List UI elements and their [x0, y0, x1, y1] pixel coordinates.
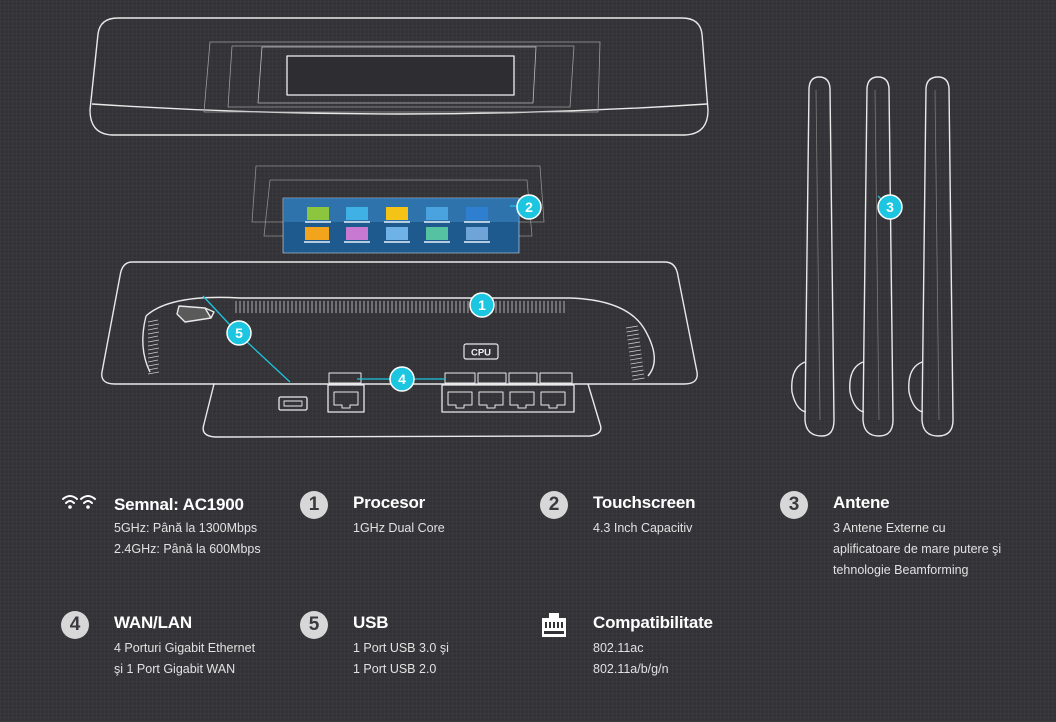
spec-compat-line: 802.11ac [593, 641, 644, 655]
router-top-cover [89, 17, 709, 136]
callout-5-leader [245, 340, 291, 383]
spec-usb-title: USB [353, 613, 389, 632]
svg-text:2: 2 [525, 199, 533, 215]
usb-port [278, 396, 308, 411]
spec-processor-title: Procesor [353, 493, 426, 512]
usb-dongle [176, 305, 215, 323]
spec-antennas: 3 Antene 3 Antene Externe cu aplificatoa… [780, 491, 1040, 586]
spec-antennas-line: 3 Antene Externe cu [833, 521, 946, 535]
cpu-label: CPU [471, 348, 491, 359]
spec-signal-title: Semnal: AC1900 [114, 495, 244, 514]
spec-usb-line: 1 Port USB 3.0 şi [353, 641, 449, 655]
spec-usb-line: 1 Port USB 2.0 [353, 662, 437, 676]
callout-4: 4 [389, 366, 415, 392]
spec-touchscreen-title: Touchscreen [593, 493, 696, 512]
number-badge-1: 1 [300, 491, 328, 519]
spec-wanlan-title: WAN/LAN [114, 613, 192, 632]
callout-5-leader-top [202, 295, 231, 326]
svg-text:5: 5 [235, 325, 243, 341]
router-exploded-illustration: CPU 1 2 3 4 5 [89, 17, 954, 438]
spec-wanlan: 4 WAN/LAN 4 Porturi Gigabit Ethernet şi … [61, 611, 291, 681]
wifi-icon [62, 495, 96, 509]
wan-port [327, 372, 365, 413]
spec-usb: 5 USB 1 Port USB 3.0 şi 1 Port USB 2.0 [300, 611, 520, 681]
spec-wanlan-line: şi 1 Port Gigabit WAN [114, 662, 236, 676]
spec-antennas-line: tehnologie Beamforming [833, 563, 969, 577]
spec-signal: Semnal: AC1900 5GHz: Până la 1300Mbps 2.… [61, 493, 281, 563]
spec-touchscreen: 2 Touchscreen 4.3 Inch Capacitiv [540, 491, 760, 541]
spec-antennas-title: Antene [833, 493, 890, 512]
antenna-left [791, 76, 835, 437]
spec-signal-line: 2.4GHz: Până la 600Mbps [114, 542, 261, 556]
spec-compat: Compatibilitate 802.11ac 802.11a/b/g/n [540, 611, 760, 681]
touchscreen-panel [251, 165, 545, 254]
spec-compat-title: Compatibilitate [593, 613, 713, 632]
lan-ports [441, 372, 575, 413]
spec-processor: 1 Procesor 1GHz Dual Core [300, 491, 520, 541]
ethernet-port-icon [542, 613, 566, 637]
spec-wanlan-line: 4 Porturi Gigabit Ethernet [114, 641, 256, 655]
router-base [101, 261, 698, 438]
cpu-chip [463, 343, 499, 360]
number-badge-2: 2 [540, 491, 568, 519]
svg-text:3: 3 [886, 199, 894, 215]
svg-text:4: 4 [398, 371, 406, 387]
spec-processor-line: 1GHz Dual Core [353, 521, 445, 535]
callout-3: 3 [877, 194, 903, 220]
number-badge-3: 3 [780, 491, 808, 519]
callout-5: 5 [226, 320, 252, 346]
spec-antennas-line: aplificatoare de mare putere şi [833, 542, 1002, 556]
svg-text:1: 1 [478, 297, 486, 313]
callout-2: 2 [516, 194, 542, 220]
number-badge-5: 5 [300, 611, 328, 639]
number-badge-4: 4 [61, 611, 89, 639]
spec-signal-line: 5GHz: Până la 1300Mbps [114, 521, 258, 535]
callout-1: 1 [469, 292, 495, 318]
antenna-middle [849, 76, 894, 437]
antenna-right [908, 76, 954, 437]
spec-touchscreen-line: 4.3 Inch Capacitiv [593, 521, 693, 535]
spec-compat-line: 802.11a/b/g/n [593, 662, 669, 676]
